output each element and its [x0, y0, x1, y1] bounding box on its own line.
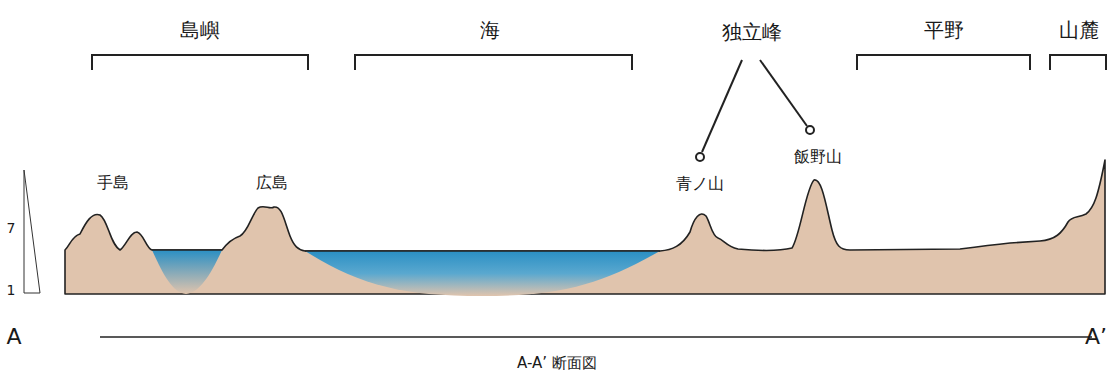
region-label: 島嶼	[180, 19, 220, 41]
water	[152, 250, 222, 294]
region-label: 青ノ山	[676, 175, 724, 193]
region-label: 海	[480, 19, 500, 41]
region-label: A’	[1085, 325, 1107, 349]
leader-line	[696, 60, 814, 161]
region-label: 独立峰	[722, 21, 782, 43]
region-label: 平野	[924, 19, 964, 41]
bracket	[92, 55, 1106, 70]
region-label: 広島	[256, 174, 288, 192]
water-surface	[152, 249, 222, 250]
figure-caption: A-A’ 断面図	[517, 355, 597, 372]
water	[305, 251, 660, 296]
section-line	[100, 336, 1092, 337]
region-label: A	[6, 325, 21, 349]
region-label: 手島	[97, 174, 129, 192]
region-label: 1	[7, 283, 16, 298]
water-surface	[305, 250, 660, 251]
scale-triangle	[24, 170, 40, 293]
region-label: 山麓	[1059, 19, 1099, 41]
region-label: 飯野山	[794, 148, 842, 166]
region-label: 7	[7, 221, 16, 236]
